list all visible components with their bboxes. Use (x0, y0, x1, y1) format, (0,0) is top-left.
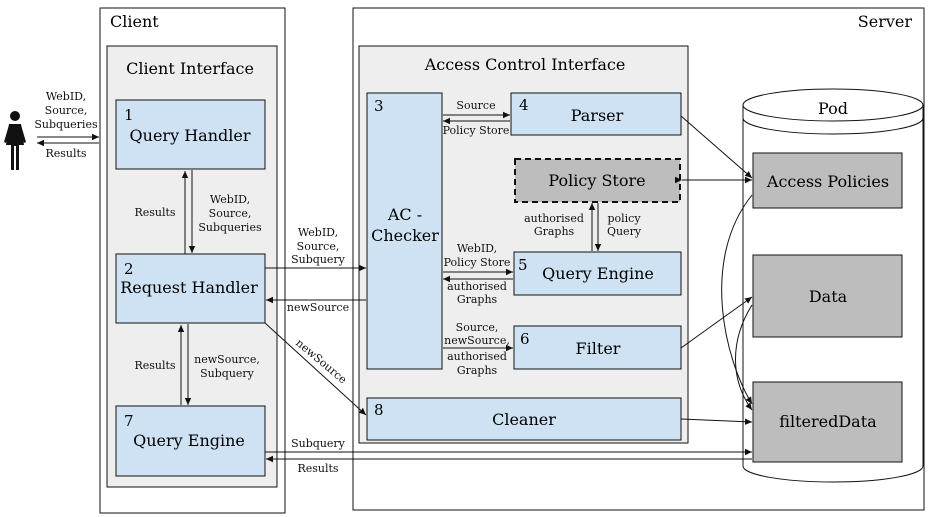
filter-box[interactable] (513, 325, 682, 370)
lbl-user-results: Results (45, 147, 86, 160)
query-handler-number: 1 (124, 106, 134, 124)
lbl-f-graphs: Graphs (457, 364, 498, 377)
filter-label: Filter (576, 339, 621, 358)
arrow-parser-to-access-policies (680, 115, 753, 179)
request-handler-number: 2 (124, 260, 134, 278)
policy-store-label: Policy Store (548, 171, 645, 190)
lbl-qe5-webid: WebID, (457, 242, 497, 255)
server-query-engine-label: Query Engine (542, 264, 654, 283)
lbl-ps-query: Query (607, 225, 642, 238)
ac-checker-label-1: AC - (387, 205, 422, 224)
lbl-user-webid: WebID, (46, 90, 86, 103)
lbl-qe-results: Results (134, 359, 175, 372)
lbl-bottom-results: Results (297, 462, 338, 475)
server-query-engine-box[interactable] (513, 251, 682, 296)
aci-title: Access Control Interface (424, 55, 626, 74)
client-query-engine-box[interactable] (115, 405, 266, 477)
ac-checker-number: 3 (374, 97, 384, 115)
request-handler-box[interactable] (115, 253, 266, 324)
client-query-engine-label: Query Engine (133, 431, 245, 450)
server-title: Server (858, 12, 913, 31)
lbl-f-newsource: newSource, (444, 334, 510, 347)
query-handler-box[interactable] (115, 99, 266, 170)
arrow-rh-to-cleaner (264, 322, 367, 416)
request-handler-label: Request Handler (120, 278, 258, 297)
client-title: Client (110, 12, 159, 31)
lbl-rh-newsource-diag: newSource (293, 336, 349, 386)
lbl-qe5-policy-store: Policy Store (444, 256, 511, 269)
arrow-ap-to-filtered (721, 194, 753, 405)
policy-store-box[interactable] (514, 158, 681, 203)
lbl-ps-authorised: authorised (524, 212, 584, 225)
lbl-qh-webid: WebID, (210, 193, 250, 206)
ac-checker-box[interactable] (366, 92, 443, 370)
client-query-engine-number: 7 (124, 412, 134, 430)
data-label: Data (809, 287, 848, 306)
lbl-qh-subqueries: Subqueries (198, 221, 262, 234)
lbl-rh-source: Source, (297, 240, 340, 253)
arrow-filter-to-data (680, 296, 753, 349)
lbl-qe5-graphs: Graphs (457, 293, 498, 306)
cleaner-box[interactable] (366, 397, 682, 441)
lbl-parser-policy-store: Policy Store (443, 124, 510, 137)
filtered-data-box[interactable] (752, 381, 903, 463)
parser-number: 4 (519, 96, 529, 114)
user-icon (4, 111, 26, 170)
cleaner-number: 8 (374, 401, 384, 419)
lbl-ps-policy: policy (607, 212, 641, 225)
access-policies-box[interactable] (752, 152, 903, 209)
filter-number: 6 (520, 330, 530, 348)
parser-box[interactable] (510, 92, 682, 136)
arrow-cleaner-to-filtered (680, 418, 753, 425)
access-policies-label: Access Policies (766, 172, 889, 191)
lbl-qe-subquery: Subquery (200, 367, 255, 380)
data-box[interactable] (752, 254, 903, 338)
lbl-qh-source: Source, (209, 207, 252, 220)
lbl-user-subqueries: Subqueries (34, 118, 98, 131)
lbl-qe-newsource: newSource, (194, 353, 260, 366)
cleaner-label: Cleaner (492, 410, 556, 429)
client-interface-title: Client Interface (126, 59, 254, 78)
query-handler-label: Query Handler (130, 126, 251, 145)
lbl-f-authorised: authorised (447, 350, 507, 363)
lbl-parser-source: Source (456, 99, 495, 112)
ac-checker-label-2: Checker (371, 226, 439, 245)
lbl-rh-newsource: newSource (287, 301, 349, 314)
lbl-user-source: Source, (45, 104, 88, 117)
filtered-data-label: filteredData (779, 412, 877, 431)
lbl-qh-results: Results (134, 206, 175, 219)
lbl-f-source: Source, (456, 321, 499, 334)
lbl-bottom-subquery: Subquery (291, 437, 346, 450)
lbl-ps-graphs: Graphs (534, 225, 575, 238)
pod-title: Pod (818, 99, 848, 118)
lbl-qe5-authorised: authorised (447, 280, 507, 293)
lbl-rh-subquery: Subquery (291, 253, 346, 266)
server-query-engine-number: 5 (518, 256, 528, 274)
parser-label: Parser (571, 106, 624, 125)
lbl-rh-webid: WebID, (298, 226, 338, 239)
